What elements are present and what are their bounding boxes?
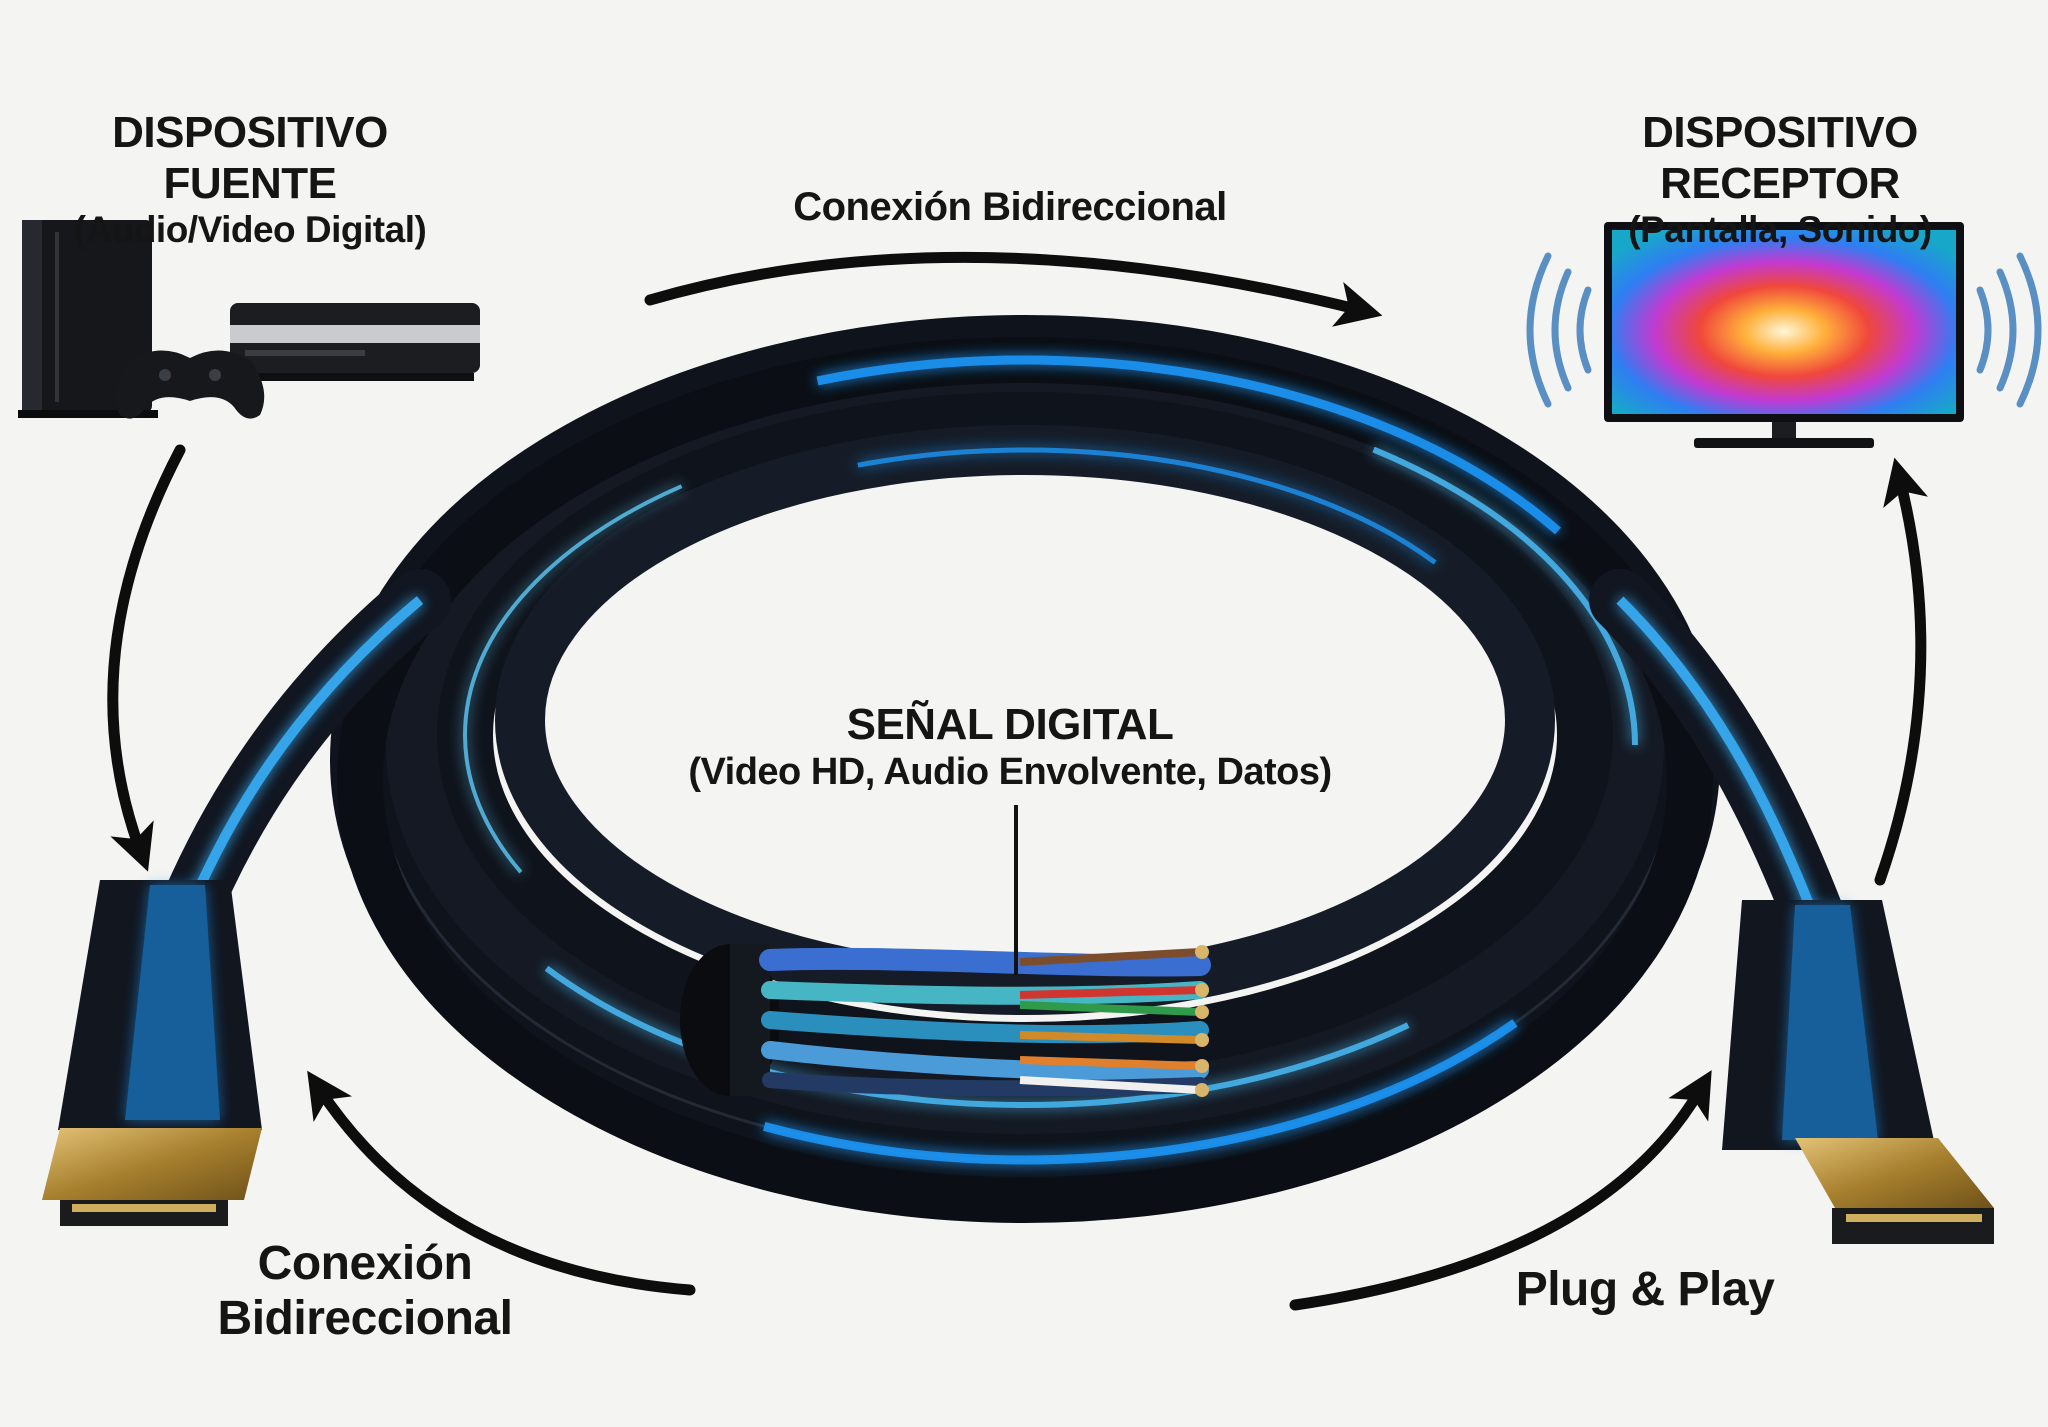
source-device-label: DISPOSITIVO FUENTE (Audio/Video Digital) [20,108,480,252]
receiver-title: DISPOSITIVO RECEPTOR [1642,108,1918,208]
source-subtitle: (Audio/Video Digital) [73,209,427,251]
plug-and-play-label: Plug & Play [1515,1263,1775,1316]
top-connection-label: Conexión Bidireccional [793,185,1227,229]
sound-waves-icon [1526,252,2042,408]
bottom-connection-line2: Bidireccional [217,1292,513,1346]
source-title: DISPOSITIVO FUENTE [112,108,388,208]
signal-title: SEÑAL DIGITAL [846,700,1174,749]
game-controller-icon [115,350,265,419]
bottom-connection-label: Conexión Bidireccional [190,1236,540,1346]
bottom-connection-line1: Conexión [257,1237,473,1290]
receiver-device-label: DISPOSITIVO RECEPTOR (Pantalla, Sonido) [1530,108,2030,252]
signal-subtitle: (Video HD, Audio Envolvente, Datos) [688,750,1332,793]
cable-coil [330,315,1720,1223]
hdmi-plug-icon [42,880,262,1226]
flow-arrow-icon [107,251,1929,1311]
stripped-cable [680,944,1211,1097]
game-console-icon [18,220,480,418]
digital-signal-label: SEÑAL DIGITAL (Video HD, Audio Envolvent… [660,700,1360,794]
hdmi-plug-icon [1722,900,1994,1244]
receiver-subtitle: (Pantalla, Sonido) [1628,209,1932,251]
tv-icon [1604,222,1964,448]
